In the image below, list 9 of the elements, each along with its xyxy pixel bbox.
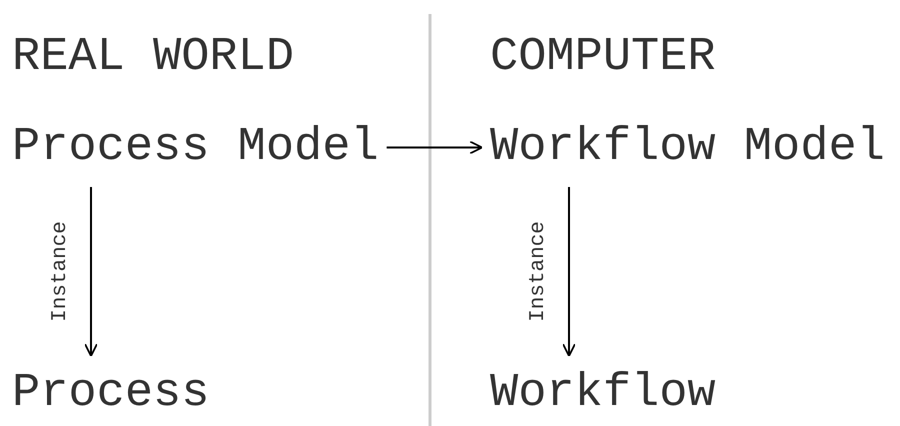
concept-text: Process Model <box>12 124 379 171</box>
concept-text: Workflow <box>490 370 716 417</box>
arrow <box>562 187 576 357</box>
concept-text: Process <box>12 370 210 417</box>
column-heading: REAL WORLD <box>12 34 294 81</box>
column-heading: COMPUTER <box>490 34 716 81</box>
arrow <box>386 140 483 154</box>
concept-text: Workflow Model <box>490 124 885 171</box>
arrow <box>84 187 98 357</box>
